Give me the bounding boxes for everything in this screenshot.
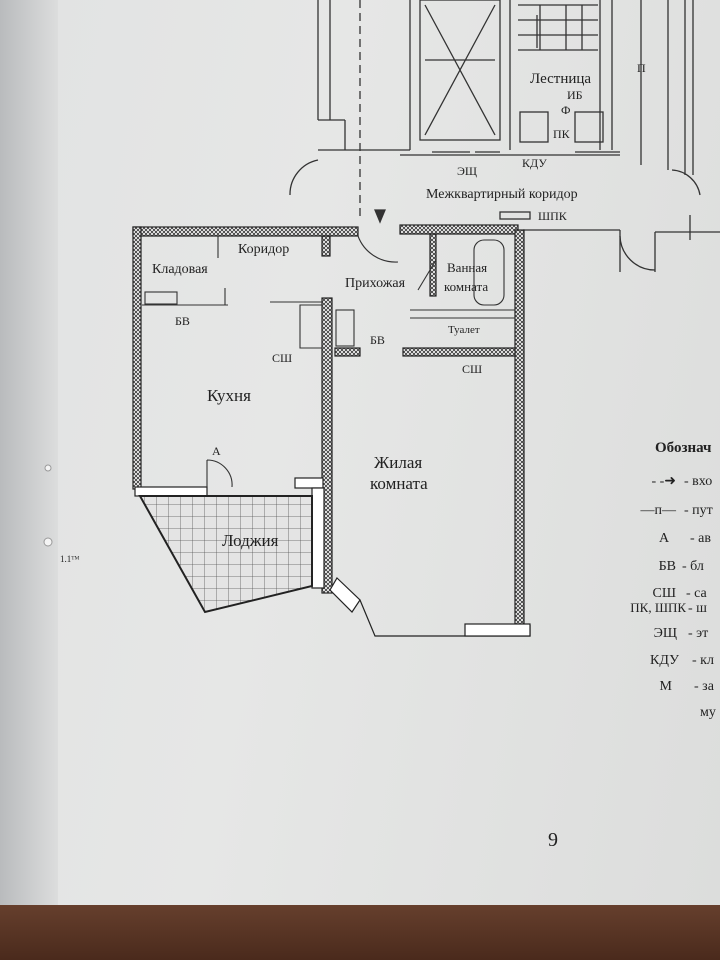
legend-symbol: СШ bbox=[653, 586, 676, 601]
legend-text: - ш bbox=[688, 601, 707, 616]
elevator-shaft bbox=[419, 0, 501, 141]
label-ssh-toilet: СШ bbox=[462, 362, 482, 376]
label-loggia: Лоджия bbox=[222, 531, 279, 550]
legend-text: - пут bbox=[684, 503, 713, 518]
label-corridor: Коридор bbox=[238, 242, 289, 257]
label-a: А bbox=[212, 444, 221, 458]
legend-continuation: му bbox=[700, 705, 716, 720]
interior-details bbox=[142, 235, 515, 488]
legend-symbol: —п— bbox=[640, 503, 677, 518]
binding-hole bbox=[43, 537, 53, 547]
legend: Обознач - -➜ - вхо —п— - пут А - ав БВ -… bbox=[630, 440, 716, 720]
label-bathroom-2: комната bbox=[444, 279, 488, 294]
label-bv-storage: БВ bbox=[175, 314, 190, 328]
label-toilet: Туалет bbox=[448, 324, 480, 336]
label-hall: Прихожая bbox=[345, 276, 406, 291]
label-bathroom-1: Ванная bbox=[447, 260, 487, 275]
legend-text: - кл bbox=[692, 653, 714, 668]
legend-symbol: ПК, ШПК bbox=[630, 600, 686, 615]
label-shpk: ШПК bbox=[538, 209, 568, 223]
label-living-1: Жилая bbox=[374, 453, 422, 472]
legend-symbol: БВ bbox=[659, 559, 676, 574]
legend-symbol: М bbox=[660, 679, 673, 694]
label-pk: ПК bbox=[553, 127, 571, 141]
plan-labels: Лестница ИБ Ф ПК ЭЩ КДУ П Межквартирный … bbox=[152, 61, 646, 550]
legend-symbol: КДУ bbox=[650, 653, 679, 668]
label-p: П bbox=[637, 61, 646, 75]
label-common-corridor: Межквартирный коридор bbox=[426, 187, 578, 202]
label-kdu: КДУ bbox=[522, 156, 547, 170]
label-kitchen: Кухня bbox=[207, 386, 251, 405]
label-ssh-kitchen: СШ bbox=[272, 351, 292, 365]
page-number: 9 bbox=[548, 829, 558, 851]
legend-text: - за bbox=[694, 679, 715, 694]
binding-hole bbox=[44, 464, 52, 472]
legend-title: Обознач bbox=[655, 440, 712, 456]
margin-note: 1.1ᵀᴹ bbox=[60, 554, 80, 564]
loggia-area bbox=[138, 495, 313, 614]
legend-symbol: А bbox=[659, 531, 670, 546]
label-living-2: комната bbox=[370, 474, 428, 493]
label-ib: ИБ bbox=[567, 88, 583, 102]
legend-symbol: ЭЩ bbox=[654, 626, 677, 641]
legend-text: - са bbox=[686, 586, 708, 601]
label-storage: Кладовая bbox=[152, 262, 208, 277]
page-edge-shadow bbox=[0, 0, 58, 905]
legend-text: - бл bbox=[682, 559, 704, 574]
label-stairs: Лестница bbox=[530, 71, 591, 87]
legend-symbol: - -➜ bbox=[651, 474, 676, 489]
table-surface bbox=[0, 895, 720, 960]
legend-text: - эт bbox=[688, 626, 708, 641]
legend-text: - вхо bbox=[684, 474, 712, 489]
legend-text: - ав bbox=[690, 531, 711, 546]
label-bv-hall: БВ bbox=[370, 333, 385, 347]
building-core bbox=[289, 0, 720, 272]
label-phi: Ф bbox=[561, 103, 570, 117]
label-eshch: ЭЩ bbox=[457, 164, 477, 178]
